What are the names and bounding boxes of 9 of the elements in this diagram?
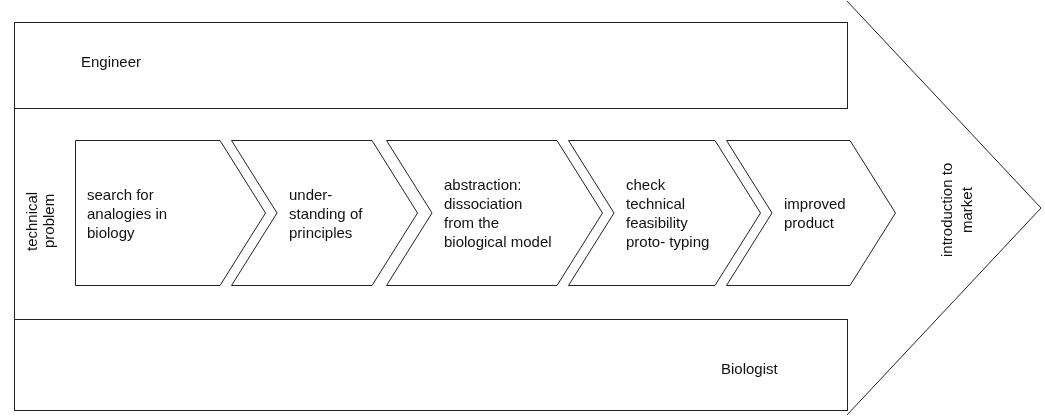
step-label: improved product [784, 194, 847, 232]
outcome-label: introduction to market [937, 161, 976, 260]
step-label: check technical feasibility proto- typing [626, 175, 711, 251]
role-band: Engineer [14, 22, 848, 109]
step-label: search for analogies in biology [87, 184, 169, 242]
step-label: abstraction: dissociation from the biological model [444, 175, 553, 251]
role-band: Biologist [14, 319, 848, 411]
process-label: technical problem [23, 190, 57, 253]
step-label: under- standing of principles [289, 184, 364, 242]
